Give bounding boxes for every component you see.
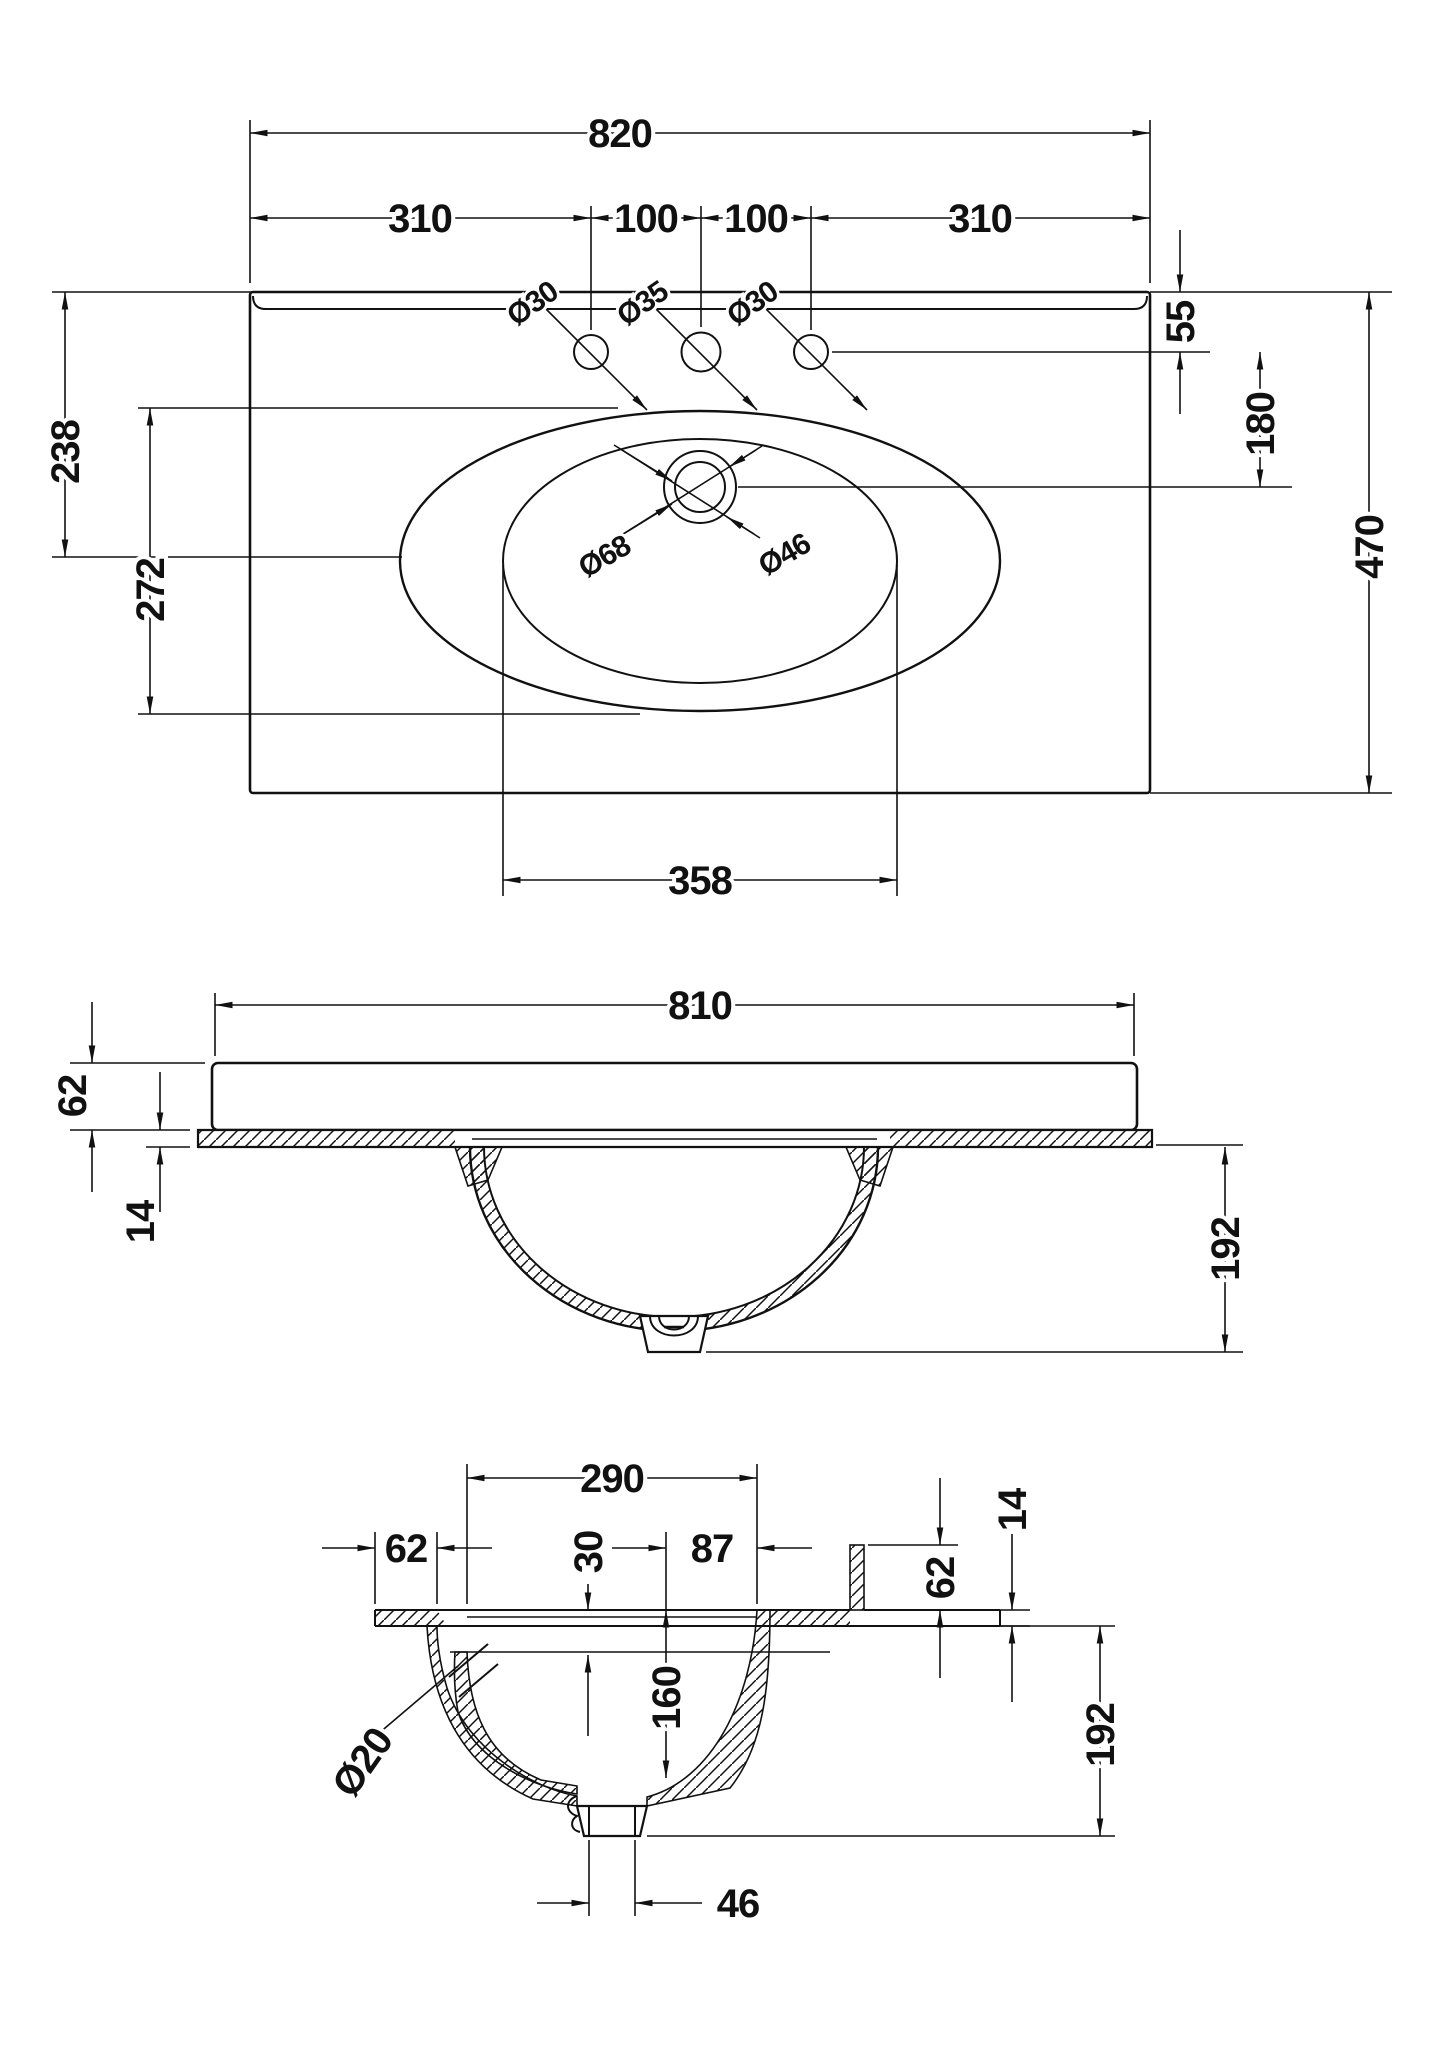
front-slab <box>210 1061 1139 1132</box>
drain-outer-circle <box>663 450 737 524</box>
dim-front-bowl-depth: 192 <box>1204 1217 1248 1281</box>
plan-bowl-cutout <box>502 438 898 684</box>
section-drain-body <box>575 1804 649 1838</box>
dim-plan-overall-width: 820 <box>588 112 652 156</box>
drain-inner-circle <box>674 461 726 513</box>
dim-section-upstand-height: 62 <box>919 1557 963 1600</box>
dim-plan-overall-depth: 470 <box>1348 515 1392 579</box>
drain-arrow-d <box>613 444 673 482</box>
dim-section-lip-thickness: 14 <box>991 1487 1035 1531</box>
plan-view: 820 310 100 100 310 Ø30 Ø35 Ø30 Ø68 Ø46 … <box>40 108 1396 907</box>
section-outer-wall <box>426 1625 578 1807</box>
front-bowl-inner <box>483 1146 865 1318</box>
plan-bowl-outer-rim <box>398 409 1002 713</box>
dim-section-bowl-inner-depth: 160 <box>645 1666 689 1730</box>
dim-plan-cutout-width: 358 <box>668 859 732 903</box>
dim-section-front-rim: 62 <box>385 1527 428 1571</box>
dim-front-width: 810 <box>668 984 732 1028</box>
plan-counter-outline <box>248 290 1152 795</box>
label-overflow-channel: Ø20 <box>324 1720 402 1805</box>
dim-section-waste-hole: 46 <box>717 1882 760 1926</box>
dim-front-lip-thickness: 14 <box>119 1199 163 1243</box>
dim-section-rim-step: 30 <box>567 1531 611 1574</box>
overflow-tick-a <box>448 1643 489 1678</box>
section-lip-hatch-rear <box>770 1610 850 1626</box>
front-lip-hatch-right <box>890 1130 1152 1147</box>
front-drain-body <box>638 1314 710 1354</box>
taphole-left <box>573 334 609 370</box>
dim-section-center-to-back: 87 <box>691 1527 734 1571</box>
dim-plan-hole-spacing-right: 100 <box>724 197 788 241</box>
section-rear-wall <box>646 1609 771 1807</box>
dim-plan-edge-to-bowl-center: 238 <box>44 419 88 483</box>
taphole-left-leader <box>536 299 648 411</box>
drain-arrow-a <box>611 503 673 542</box>
section-upstand <box>849 1544 865 1611</box>
dim-plan-hole-spacing-left: 100 <box>614 197 678 241</box>
section-view: 290 62 30 87 160 62 14 19 <box>320 1453 1127 1930</box>
dim-section-overall-drop: 192 <box>1079 1703 1123 1767</box>
section-overflow-outlet <box>567 1795 581 1833</box>
dim-plan-right-span: 310 <box>948 197 1012 241</box>
dim-plan-bowl-outer-depth: 272 <box>129 558 173 622</box>
dim-front-top-thickness: 62 <box>51 1075 95 1118</box>
front-drain-u-inner <box>658 1315 690 1331</box>
section-lip-hatch-front <box>375 1610 447 1626</box>
taphole-right <box>793 334 829 370</box>
front-lip-hatch-left <box>198 1130 455 1147</box>
taphole-center-leader <box>646 299 758 411</box>
section-overflow-liner <box>453 1651 578 1795</box>
plan-front-edge-line <box>252 295 1148 310</box>
drain-arrow-b <box>728 445 763 468</box>
taphole-right-leader <box>756 299 868 411</box>
front-bowl-wall-hatch <box>470 1147 878 1331</box>
front-view: 810 62 14 192 <box>47 980 1252 1354</box>
overflow-leader <box>377 1665 459 1735</box>
front-drain-u-outer <box>649 1315 699 1337</box>
dim-section-opening-depth: 290 <box>580 1457 644 1501</box>
dim-plan-edge-to-tapholes: 55 <box>1159 300 1203 343</box>
dim-plan-left-span: 310 <box>388 197 452 241</box>
taphole-center <box>680 331 722 373</box>
drain-arrow-c <box>726 516 761 539</box>
dim-plan-tapholes-to-drain: 180 <box>1239 392 1283 456</box>
overflow-tick-b <box>458 1663 499 1698</box>
front-bowl-outer <box>468 1146 880 1333</box>
